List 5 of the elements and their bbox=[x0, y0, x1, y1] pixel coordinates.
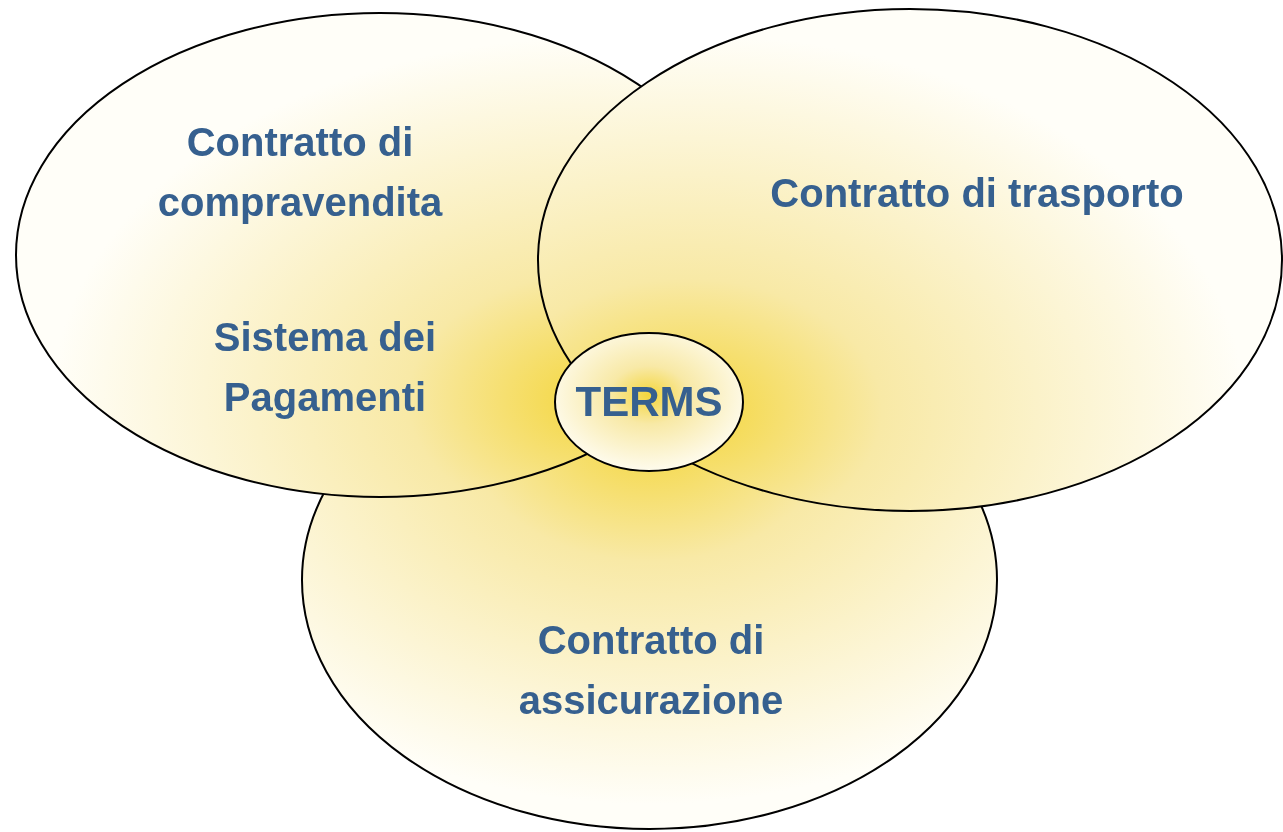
oval-label: Sistema dei Pagamenti bbox=[212, 314, 438, 421]
oval-label: Contratto di compravendita bbox=[156, 119, 444, 226]
oval-label: TERMS bbox=[574, 377, 724, 427]
oval-label: Contratto di assicurazione bbox=[517, 617, 785, 724]
oval-label: Contratto di trasporto bbox=[769, 170, 1185, 217]
